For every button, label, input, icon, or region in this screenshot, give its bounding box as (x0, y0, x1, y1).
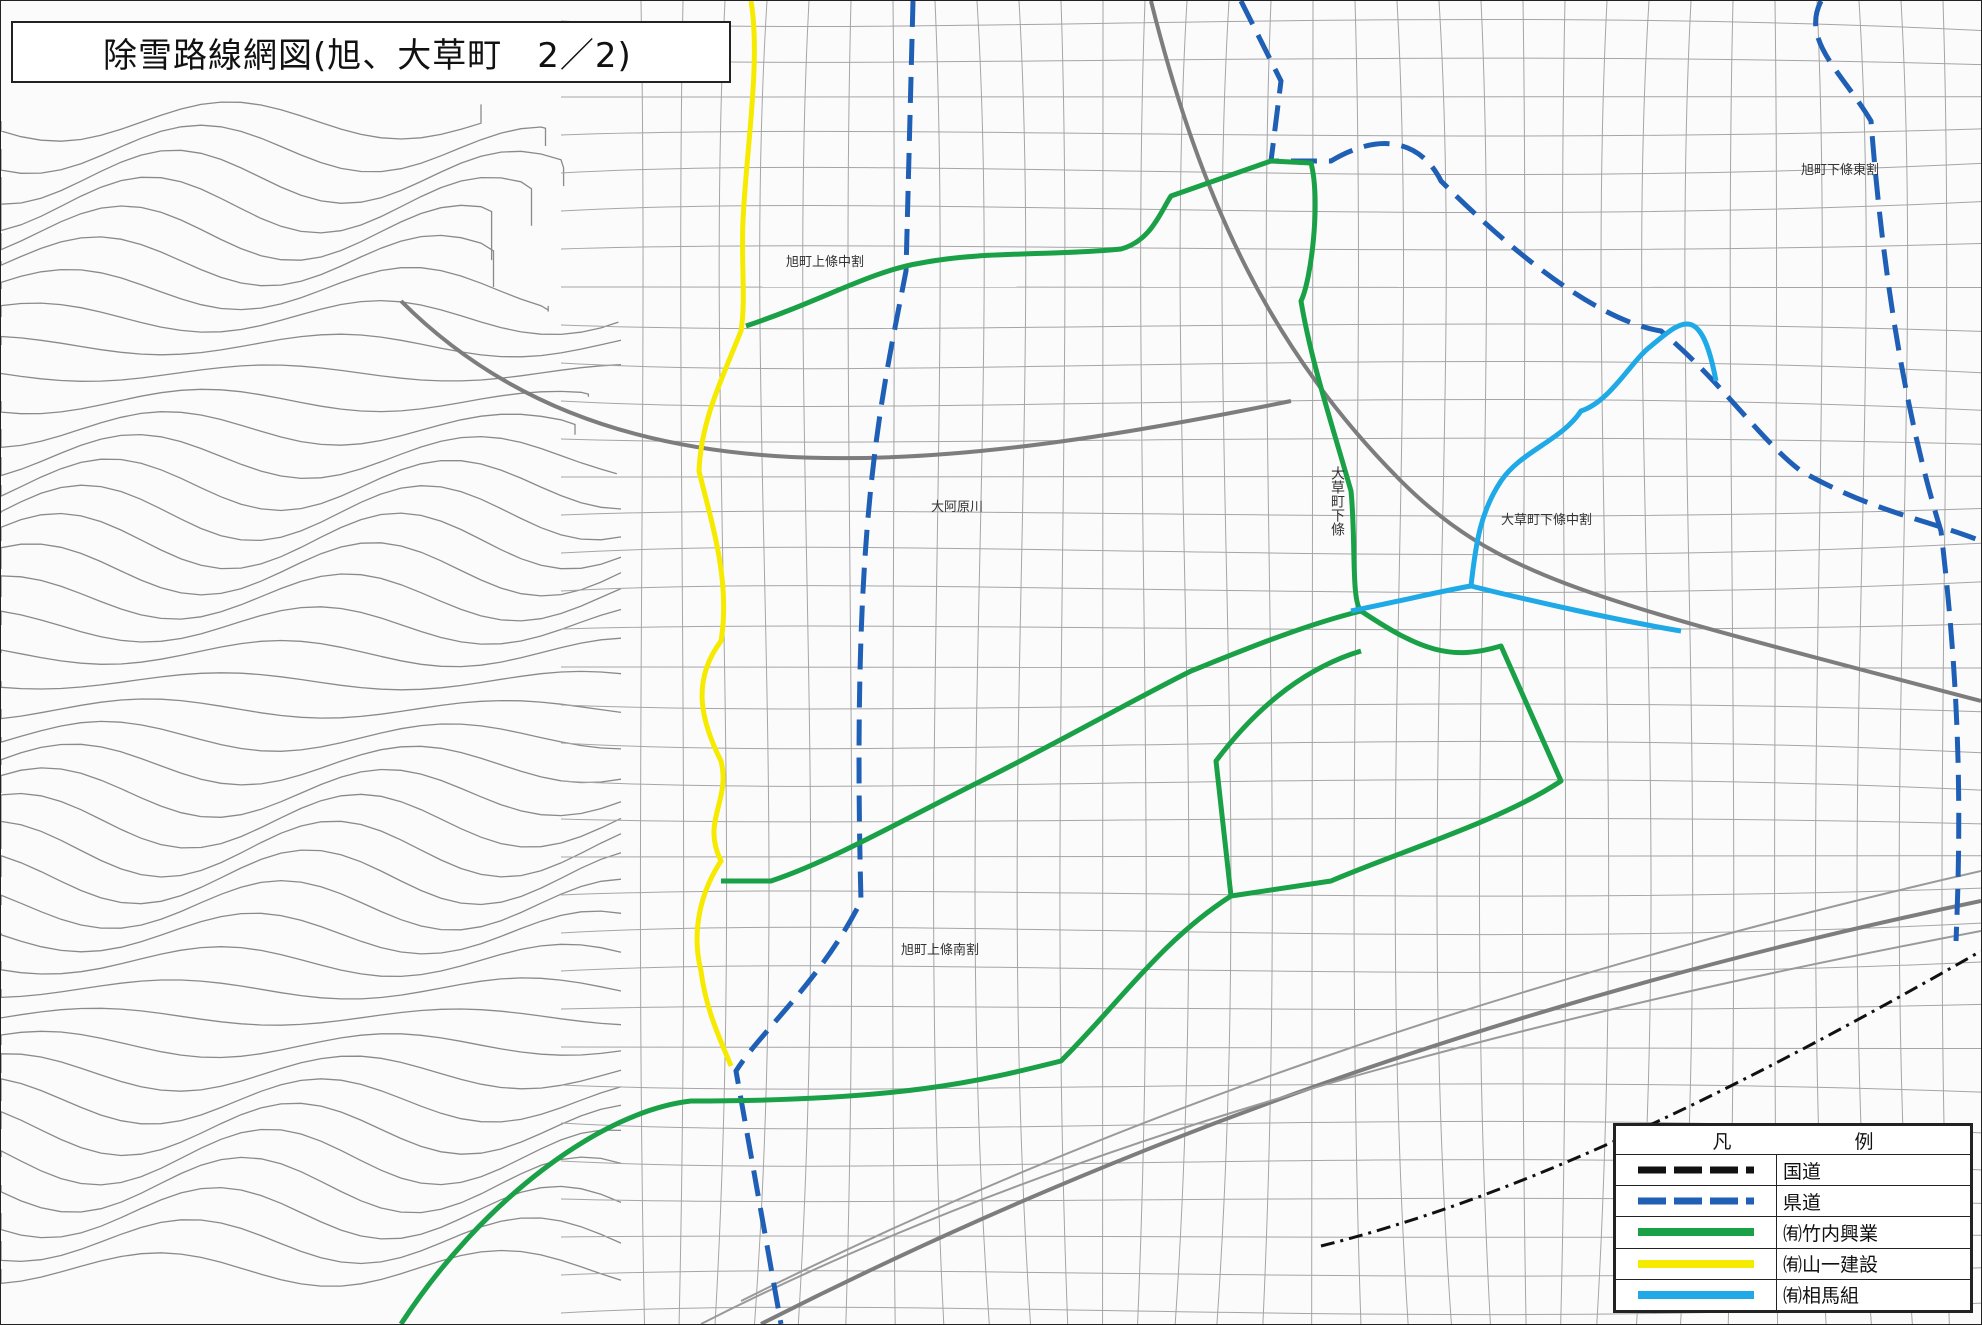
legend-label: 国道 (1776, 1153, 1971, 1187)
legend-row: ㈲相馬組 (1615, 1278, 1971, 1312)
legend-panel: 凡 例 国道 県道 ㈲竹内興業 ㈲山一建設 ㈲相馬組 (1613, 1123, 1973, 1313)
contour-lines (1, 101, 622, 1287)
prefectural-road-line-icon (1638, 1197, 1754, 1205)
yamaichi-route-line-icon (1638, 1259, 1754, 1268)
yamaichi-route (694, 1, 757, 1067)
national-road-line-icon (1638, 1166, 1754, 1174)
legend-label: ㈲山一建設 (1776, 1247, 1971, 1280)
base-roads (399, 1, 1981, 1324)
souma-routes (1350, 321, 1719, 634)
place-label-shimojo-vertical: 大草町下條 (1329, 466, 1345, 536)
legend-row: ㈲山一建設 (1615, 1247, 1971, 1280)
place-label-shimojo-higashi: 旭町下條東割 (1801, 163, 1880, 178)
legend-label: ㈲相馬組 (1776, 1278, 1971, 1312)
place-label-kamijo-naka: 旭町上條中割 (786, 255, 865, 270)
legend-label: 県道 (1776, 1185, 1971, 1218)
legend-row: ㈲竹内興業 (1615, 1216, 1971, 1249)
legend-label: ㈲竹内興業 (1776, 1216, 1971, 1249)
place-label-shimojo-naka: 大草町下條中割 (1501, 513, 1593, 528)
prefectural-roads (733, 1, 1981, 1324)
takeuchi-routes (398, 158, 1564, 1324)
takeuchi-route-line-icon (1638, 1228, 1754, 1237)
souma-route-line-icon (1638, 1290, 1754, 1299)
map-title-text: 除雪路線網図(旭、大草町 2／2) (103, 35, 632, 76)
legend-header: 凡 例 (1615, 1125, 1971, 1155)
map-title: 除雪路線網図(旭、大草町 2／2) (11, 21, 731, 83)
legend-row: 国道 (1615, 1153, 1971, 1187)
place-label-ooa-river: 大阿原川 (931, 500, 984, 515)
legend-row: 県道 (1615, 1185, 1971, 1218)
place-label-kamijo-minami: 旭町上條南割 (901, 943, 980, 958)
